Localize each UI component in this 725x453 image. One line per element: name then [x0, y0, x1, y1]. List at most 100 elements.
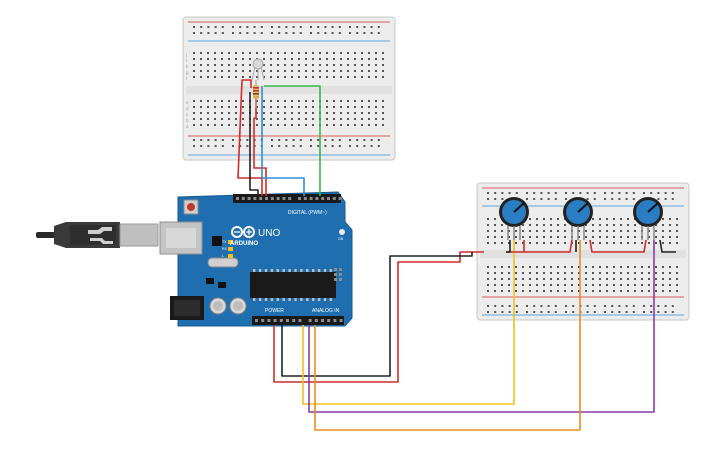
wire-black-rail-3[interactable] [659, 239, 676, 253]
breadboard-hole [634, 266, 636, 268]
breadboard-hole [270, 52, 272, 54]
breadboard-hole [533, 305, 536, 307]
breadboard-hole [564, 224, 566, 226]
chip-pin [294, 298, 297, 301]
breadboard-hole [669, 272, 671, 274]
breadboard-hole [533, 192, 536, 194]
breadboard-hole [657, 311, 660, 313]
breadboard-hole [375, 70, 377, 72]
breadboard-hole [312, 118, 314, 120]
header-pin [298, 319, 302, 322]
wire-red-top[interactable] [237, 79, 263, 196]
header-pin [253, 197, 257, 200]
breadboard-hole [620, 266, 622, 268]
potentiometer-2[interactable] [563, 197, 593, 240]
breadboard-hole [363, 139, 366, 141]
breadboard-hole [221, 32, 224, 34]
breadboard-hole [550, 278, 552, 280]
breadboard-hole [207, 58, 209, 60]
potentiometer-3[interactable] [633, 197, 663, 240]
breadboard-hole [515, 192, 518, 194]
breadboard-hole [377, 145, 380, 147]
wire-red-rail-3[interactable] [589, 239, 647, 253]
wire-blue-top[interactable] [261, 86, 305, 196]
wire-black-top[interactable] [249, 92, 259, 196]
breadboard-hole [508, 266, 510, 268]
breadboard-hole [508, 290, 510, 292]
breadboard-hole [613, 284, 615, 286]
rgb-led[interactable] [251, 58, 265, 81]
breadboard-hole [333, 70, 335, 72]
arduino-uno-board[interactable]: ARDUINO UNO DIGITAL (PWM~) POWER ANALOG … [159, 191, 353, 327]
breadboard-hole [494, 230, 496, 232]
breadboard-hole [643, 305, 645, 307]
breadboard-top[interactable] [182, 16, 396, 161]
breadboard-hole [592, 290, 594, 292]
breadboard-hole [487, 242, 489, 244]
breadboard-right-holes [487, 192, 678, 313]
chip-pin [282, 269, 285, 272]
wire-green-top[interactable] [264, 85, 321, 196]
wires [237, 79, 676, 431]
breadboard-hole [263, 124, 265, 126]
breadboard-hole [662, 230, 664, 232]
usb-cable[interactable] [36, 222, 159, 248]
breadboard-hole [382, 118, 384, 120]
breadboard-hole [634, 290, 636, 292]
wire-orange-a2[interactable] [314, 240, 581, 431]
breadboard-hole [263, 70, 265, 72]
wire-black-rail[interactable] [506, 240, 511, 253]
breadboard-hole [522, 290, 524, 292]
breadboard-hole [613, 230, 615, 232]
breadboard-hole [606, 290, 608, 292]
breadboard-hole [253, 26, 256, 28]
potentiometer-1[interactable] [499, 197, 529, 240]
wire-black-power[interactable] [281, 252, 473, 377]
wire-red-top-2[interactable] [253, 98, 267, 196]
breadboard-hole [487, 218, 489, 220]
breadboard-hole [326, 58, 328, 60]
header-pin [288, 197, 292, 200]
breadboard-hole [221, 139, 224, 141]
breadboard-hole [522, 284, 524, 286]
breadboard-hole [557, 218, 559, 220]
wire-red-rail-2[interactable] [524, 239, 573, 253]
breadboard-hole [319, 76, 321, 78]
breadboard-hole [487, 311, 489, 313]
breadboard-hole [377, 139, 380, 141]
wire-red-power[interactable] [273, 251, 484, 383]
breadboard-hole [536, 272, 538, 274]
chip-pin [253, 269, 256, 272]
header-pin [241, 197, 245, 200]
breadboard-hole [298, 112, 300, 114]
breadboard-hole [620, 272, 622, 274]
breadboard-hole [540, 192, 543, 194]
breadboard-hole [221, 100, 223, 102]
breadboard-hole [221, 58, 223, 60]
breadboard-hole [207, 118, 209, 120]
breadboard-hole [494, 218, 496, 220]
breadboard-hole [375, 52, 377, 54]
chip-pin [253, 298, 256, 301]
wire-purple-a1[interactable] [308, 240, 655, 413]
breadboard-hole [501, 266, 503, 268]
chip-pin [270, 269, 274, 272]
breadboard-hole [221, 70, 223, 72]
breadboard-hole [312, 58, 314, 60]
breadboard-hole [285, 32, 288, 34]
breadboard-hole [625, 198, 628, 200]
breadboard-hole [368, 70, 370, 72]
breadboard-hole [606, 230, 608, 232]
breadboard-hole [487, 278, 489, 280]
breadboard-hole [260, 26, 263, 28]
breadboard-hole [671, 192, 674, 194]
breadboard-hole [522, 230, 524, 232]
breadboard-hole [599, 218, 601, 220]
resistor[interactable] [253, 80, 259, 108]
breadboard-hole [664, 311, 667, 313]
wire-yellow-a0[interactable] [302, 240, 515, 405]
breadboard-hole [277, 100, 279, 102]
breadboard-hole [291, 76, 293, 78]
breadboard-hole [529, 278, 531, 280]
breadboard-hole [263, 58, 265, 60]
